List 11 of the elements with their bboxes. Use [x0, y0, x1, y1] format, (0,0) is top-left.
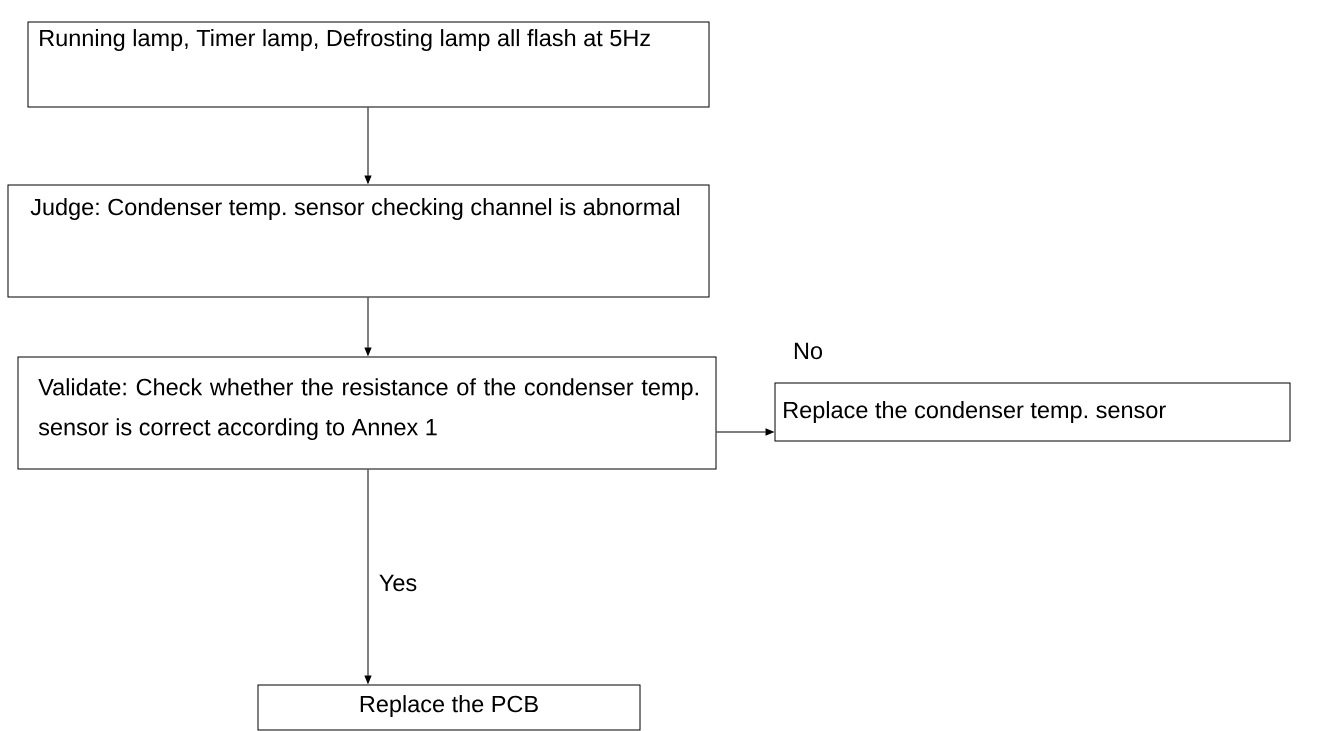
process-box: Judge: Condenser temp. sensor checking channel is abnormal [7, 184, 710, 298]
edge-label: Yes [377, 573, 419, 593]
process-box: Validate: Check whether the resistance of the condenser temp. sensor is correct according to Annex 1 [17, 356, 717, 470]
arrow [364, 107, 372, 184]
edge-label: No [792, 341, 825, 361]
process-box: Replace the condenser temp. sensor [774, 382, 1291, 442]
process-box: Replace the PCB [257, 684, 641, 731]
process-box: Running lamp, Timer lamp, Defrosting lamp all flash at 5Hz [27, 21, 710, 108]
arrow [364, 469, 372, 684]
arrow [364, 297, 372, 356]
arrow [716, 428, 774, 436]
